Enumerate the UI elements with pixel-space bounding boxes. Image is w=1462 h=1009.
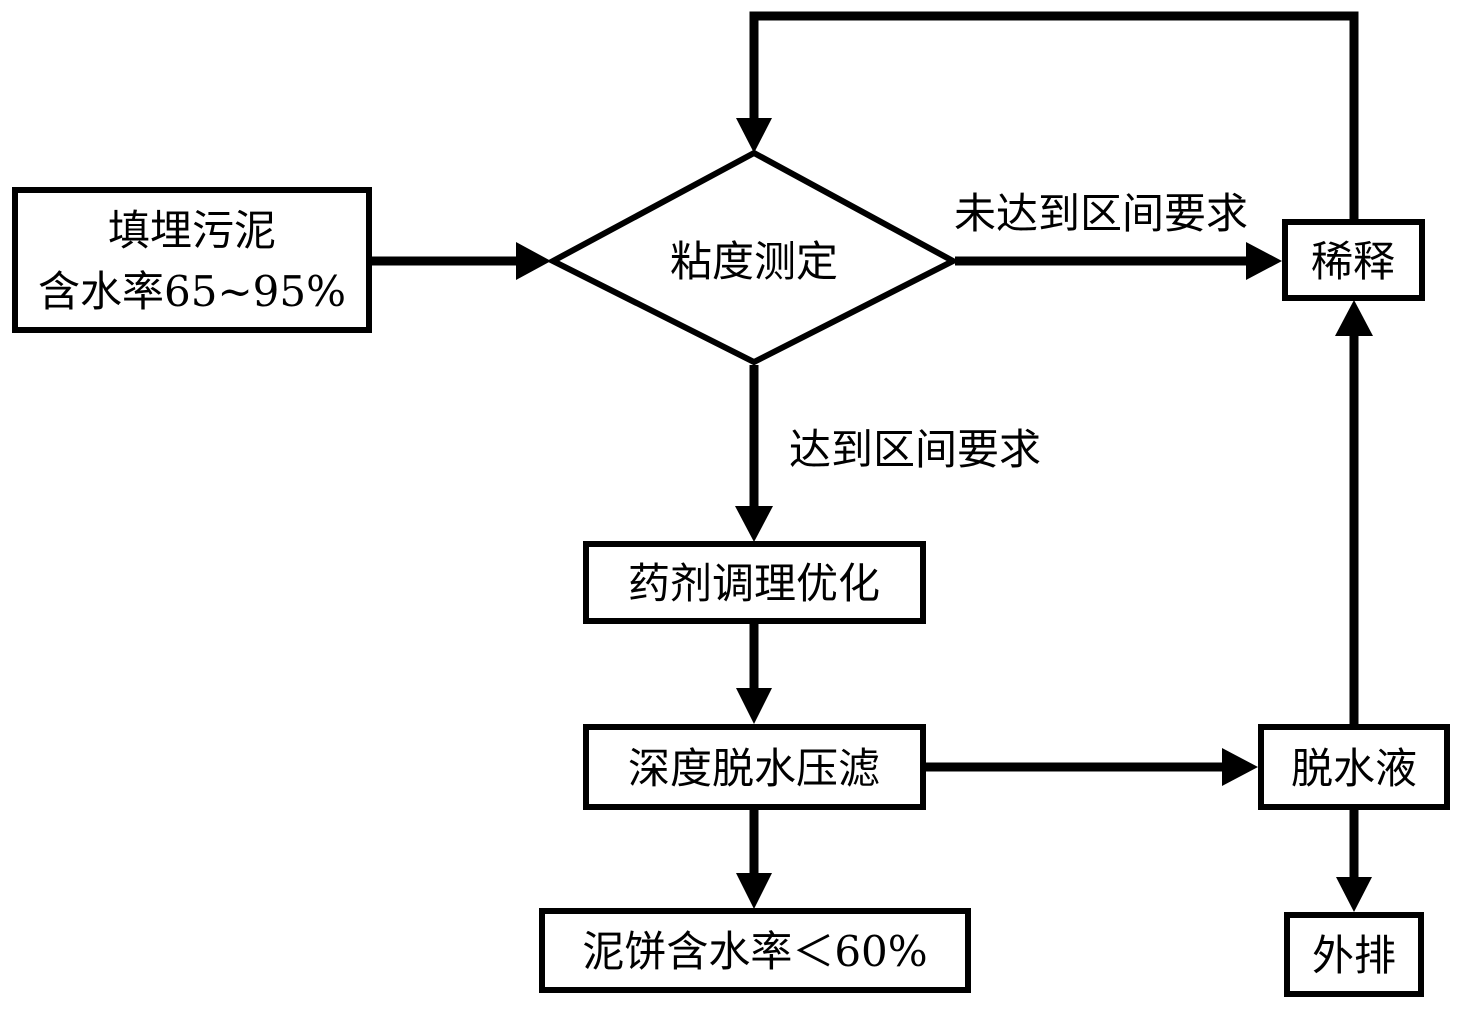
arrowhead-discharge-top xyxy=(1336,877,1372,912)
node-discharge: 外排 xyxy=(1284,912,1424,997)
node-sludge-cake: 泥饼含水率＜60% xyxy=(539,908,971,993)
filtrate-box xyxy=(1258,724,1450,810)
viscosity-test-diamond xyxy=(546,149,960,366)
landfill-sludge-line1: 填埋污泥 xyxy=(108,206,276,255)
dilution-label: 稀释 xyxy=(1311,237,1395,286)
arrow-dilution-loop xyxy=(749,11,1359,220)
arrowhead-filtrate-left xyxy=(1222,748,1258,786)
arrowhead-dewatering-top xyxy=(736,688,772,724)
sludge-cake-box xyxy=(539,908,971,993)
arrowhead-conditioning-top xyxy=(735,506,773,542)
arrowhead-test-top xyxy=(736,118,772,153)
node-deep-dewatering: 深度脱水压滤 xyxy=(583,724,926,810)
connectors xyxy=(371,11,1373,912)
arrowhead-test-left xyxy=(516,242,551,280)
discharge-label: 外排 xyxy=(1312,931,1396,980)
edge-label-met: 达到区间要求 xyxy=(789,425,1041,474)
edge-label-not-met: 未达到区间要求 xyxy=(954,189,1248,238)
filtrate-label: 脱水液 xyxy=(1291,744,1417,793)
arrowhead-dilution-left xyxy=(1246,242,1282,280)
node-viscosity-test: 粘度测定 xyxy=(546,149,960,366)
deep-dewatering-box xyxy=(583,724,926,810)
node-dilution: 稀释 xyxy=(1282,219,1425,301)
node-landfill-sludge: 填埋污泥 含水率65~95% xyxy=(12,187,372,333)
viscosity-test-label: 粘度测定 xyxy=(670,237,838,286)
landfill-sludge-line2: 含水率65~95% xyxy=(38,267,346,316)
node-filtrate: 脱水液 xyxy=(1258,724,1450,810)
sludge-cake-label: 泥饼含水率＜60% xyxy=(582,927,927,976)
chemical-conditioning-label: 药剂调理优化 xyxy=(628,559,880,608)
deep-dewatering-label: 深度脱水压滤 xyxy=(628,744,880,793)
dilution-box xyxy=(1282,219,1425,301)
discharge-box xyxy=(1284,912,1424,997)
node-chemical-conditioning: 药剂调理优化 xyxy=(583,541,926,624)
landfill-sludge-box xyxy=(12,187,372,333)
arrowhead-dilution-bottom xyxy=(1335,300,1373,336)
chemical-conditioning-box xyxy=(583,541,926,624)
arrowhead-cake-top xyxy=(736,873,772,909)
